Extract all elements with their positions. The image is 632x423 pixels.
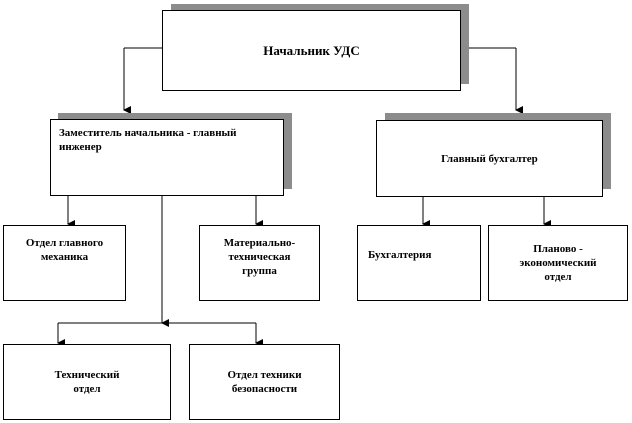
planning-dept-box: Планово - экономический отдел	[488, 225, 628, 301]
material-group-box: Материально- техническая группа	[199, 225, 320, 301]
chief-accountant-label: Главный бухгалтер	[441, 152, 538, 165]
material-group-label: Материально- техническая группа	[223, 237, 296, 277]
mechanic-dept-box: Отдел главного механика	[3, 225, 126, 301]
mechanic-dept-label: Отдел главного механика	[25, 237, 104, 263]
accounting-box: Бухгалтерия	[357, 225, 481, 301]
safety-dept-box: Отдел техники безопасности	[189, 344, 340, 420]
deputy-label: Заместитель начальника - главный инженер	[59, 127, 237, 153]
chief-accountant-box: Главный бухгалтер	[376, 120, 603, 197]
safety-dept-label: Отдел техники безопасности	[227, 369, 302, 395]
technical-dept-label: Технический отдел	[54, 369, 120, 395]
head-label: Начальник УДС	[263, 42, 360, 58]
planning-dept-label: Планово - экономический отдел	[519, 243, 597, 283]
technical-dept-box: Технический отдел	[3, 344, 171, 420]
accounting-label: Бухгалтерия	[368, 249, 432, 261]
deputy-box: Заместитель начальника - главный инженер	[50, 119, 284, 196]
head-box: Начальник УДС	[162, 10, 461, 91]
